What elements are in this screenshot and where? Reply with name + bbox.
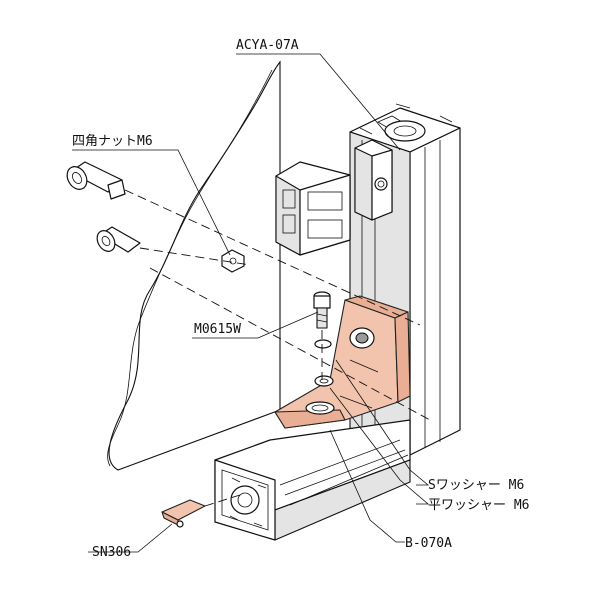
panel-sheet-edge: [107, 69, 273, 467]
label-sn306: SN306: [92, 545, 131, 560]
label-m0615w: M0615W: [194, 322, 241, 337]
square-nut-part: [221, 249, 245, 273]
sn306-stopper-part: [161, 499, 206, 528]
label-acya-07a: ACYA-07A: [236, 38, 299, 53]
panel-sheet: [108, 60, 281, 471]
leader-lines: [72, 53, 430, 553]
m0615w-bolt-part: [313, 291, 331, 329]
upper-bolt: [66, 161, 126, 200]
b070a-bracket-part: [274, 295, 411, 429]
label-b-070a: B-070A: [405, 536, 452, 551]
horizontal-profile: [214, 419, 411, 541]
acya-bracket-part: [354, 139, 393, 221]
assembly-paths: [124, 189, 431, 507]
label-flat-washer: 平ワッシャー M6: [428, 498, 529, 513]
spring-washer-part: [314, 339, 332, 349]
lower-bolt: [96, 226, 141, 253]
label-square-nut: 四角ナットM6: [72, 134, 153, 149]
connector-block: [275, 161, 351, 256]
flat-washer-part: [314, 375, 334, 387]
label-spring-washer: Sワッシャー M6: [428, 478, 524, 493]
